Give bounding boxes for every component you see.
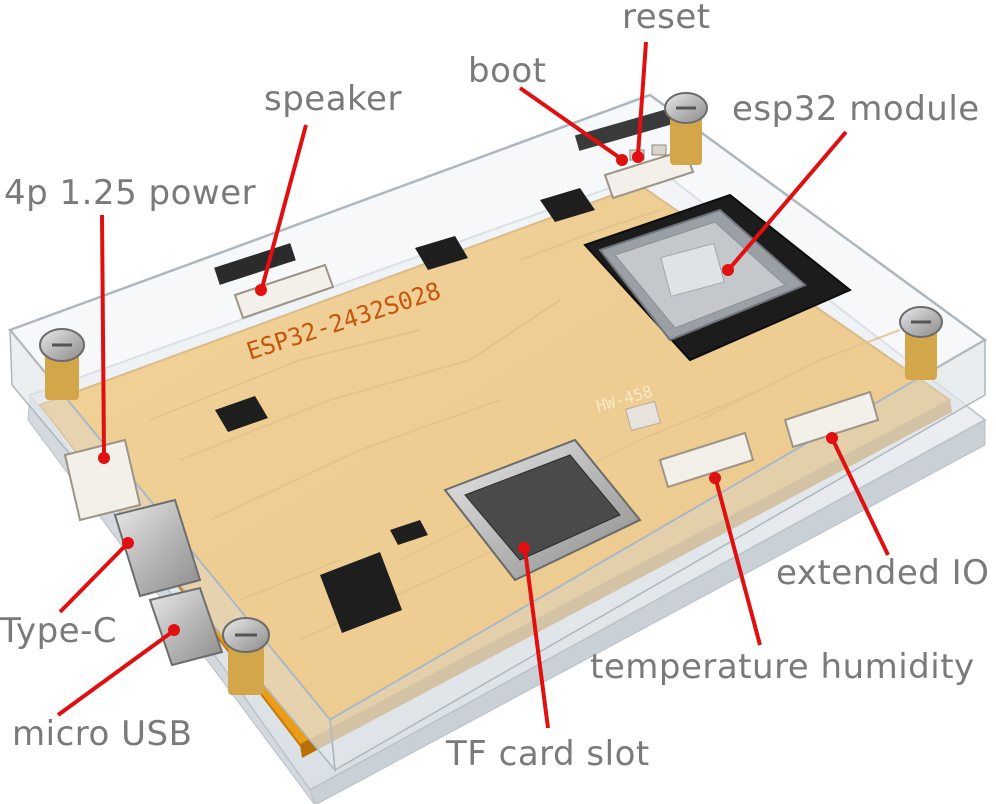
screws [39,92,943,695]
boot-label: boot [468,51,547,91]
tf-card-slot [443,438,642,582]
speaker-slot [214,243,296,285]
micro-usb-port [148,586,224,667]
ic-chips [215,188,595,633]
power-label: 4p 1.25 power [4,173,257,213]
type-c-label: Type-C [0,611,118,651]
usb-ports [113,498,224,667]
temperature-humidity-label: temperature humidity [590,647,975,687]
boot-pointer [518,86,622,160]
micro-usb-pointer [56,630,174,717]
extended-io-pointer [831,439,890,556]
reset-button [651,144,667,156]
type-c-port [113,498,202,598]
screw-right [899,306,943,380]
extended-io-connector [783,390,880,449]
micro-usb-label: micro USB [12,714,193,754]
temperature-humidity-connector [658,431,755,489]
power-pointer [100,214,106,456]
type-c-pointer [58,543,128,614]
reset-pointer [636,41,648,156]
led [625,400,661,432]
screw-bottom [222,617,270,695]
pointer-lines [56,41,890,729]
speaker-connector [233,263,335,320]
reset-label: reset [622,0,711,37]
temperature-humidity-pointer [714,479,762,646]
screw-left [39,328,85,400]
screw-top [664,92,708,165]
button-slot [574,105,686,151]
tf-card-slot-label: TF card slot [446,734,650,774]
tf-card-pointer [523,549,550,729]
speaker-label: speaker [264,79,402,119]
esp32-module-pointer [728,130,848,270]
extended-io-label: extended IO [776,553,990,593]
esp32-module-label: esp32 module [732,89,980,129]
speaker-pointer [260,124,308,289]
